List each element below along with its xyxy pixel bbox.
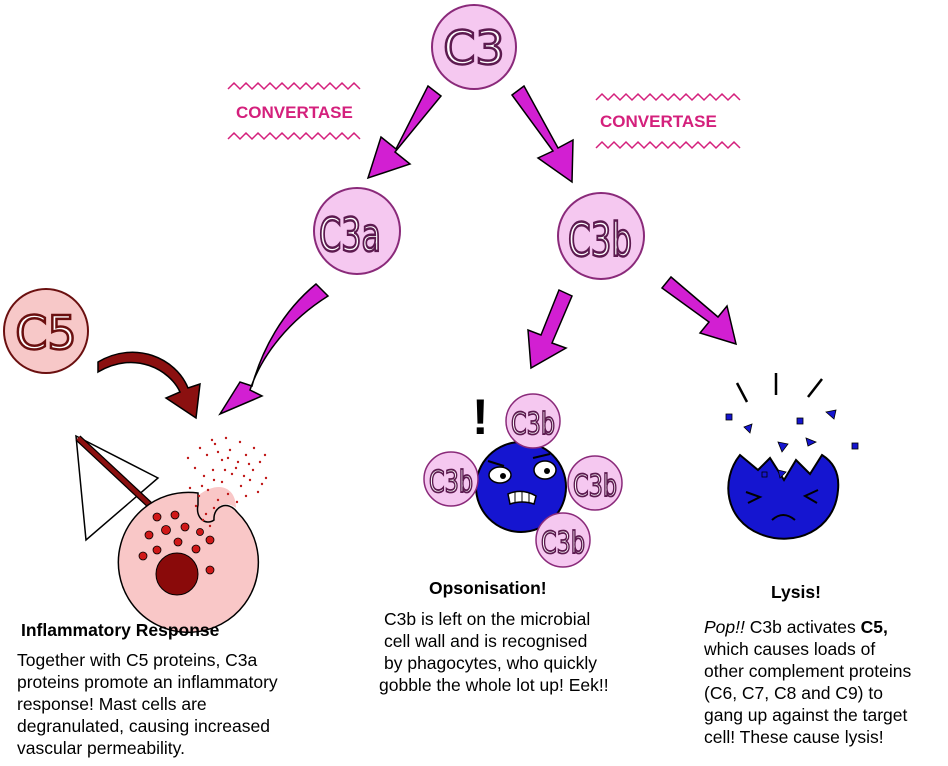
arrow-c3-to-c3a (366, 84, 443, 180)
inflammatory-line-1: Together with C5 proteins, C3a (17, 650, 258, 670)
c3b-bubble-left: C3b (423, 451, 479, 507)
lysis-line-3: other complement proteins (704, 661, 912, 681)
lysed-microbe-illustration (725, 373, 859, 540)
c5-label: C5 (15, 306, 76, 360)
c3b-bubble-right: C3b (567, 455, 623, 511)
c3-label: C3 (443, 21, 504, 75)
arrow-c3b-to-opsonisation (527, 288, 573, 370)
inflammatory-line-5: vascular permeability. (17, 738, 185, 758)
lysis-line-6: cell! These cause lysis! (704, 727, 884, 747)
opsonisation-description: C3b is left on the microbial cell wall a… (379, 608, 609, 696)
opsonisation-line-2: cell wall and is recognised (384, 631, 588, 651)
lysis-line-1: Pop!! C3b activates C5, (704, 616, 944, 638)
arrow-c3-to-c3b (510, 84, 574, 184)
lysis-c5-text: C5, (860, 617, 888, 637)
inflammatory-description: Together with C5 proteins, C3a proteins … (17, 649, 278, 759)
lysis-line-1-text: C3b activates (744, 617, 861, 637)
convertase-left-label: CONVERTASE (236, 103, 353, 122)
c3b-bubble-bottom-label: C3b (541, 526, 585, 561)
c3b-bubble-bottom: C3b (535, 512, 591, 568)
convertase-right-label: CONVERTASE (600, 112, 717, 131)
c3a-node: C3a (313, 187, 401, 275)
opsonisation-line-1: C3b is left on the microbial (384, 609, 591, 629)
convertase-right-decoration (595, 92, 741, 150)
arrow-c5-to-mast-cell (97, 351, 201, 420)
lysis-line-5: gang up against the target (704, 705, 908, 725)
exclamation-mark: ! (472, 389, 489, 445)
inflammatory-line-2: proteins promote an inflammatory (17, 672, 278, 692)
inflammatory-heading: Inflammatory Response (21, 620, 220, 640)
lysis-line-4: (C6, C7, C8 and C9) to (704, 683, 883, 703)
convertase-left-decoration (227, 81, 361, 141)
inflammatory-line-4: degranulated, causing increased (17, 716, 270, 736)
opsonisation-heading: Opsonisation! (429, 578, 547, 598)
opsonised-microbe-illustration: ! (472, 389, 567, 533)
c3b-bubble-right-label: C3b (573, 469, 617, 504)
c3b-bubble-left-label: C3b (429, 465, 473, 500)
c3b-bubble-top: C3b (505, 393, 561, 449)
c3b-label: C3b (568, 213, 632, 267)
c3b-node: C3b (557, 192, 645, 280)
opsonisation-line-3: by phagocytes, who quickly (384, 653, 598, 673)
c3-node: C3 (431, 4, 517, 90)
lysis-pop-text: Pop!! (704, 617, 745, 637)
opsonisation-line-4: gobble the whole lot up! Eek!! (379, 675, 609, 695)
c5-node: C5 (3, 288, 89, 374)
c3b-bubble-top-label: C3b (511, 407, 555, 442)
arrow-c3a-to-mast-cell (218, 282, 330, 416)
lysis-description: Pop!! C3b activates C5, which causes loa… (704, 616, 944, 748)
inflammatory-line-3: response! Mast cells are (17, 694, 207, 714)
arrow-c3b-to-lysis (660, 275, 738, 346)
lysis-heading: Lysis! (771, 582, 821, 602)
c3a-label: C3a (319, 208, 381, 262)
lysis-line-2: which causes loads of (704, 639, 876, 659)
mast-cell-illustration (75, 434, 268, 634)
